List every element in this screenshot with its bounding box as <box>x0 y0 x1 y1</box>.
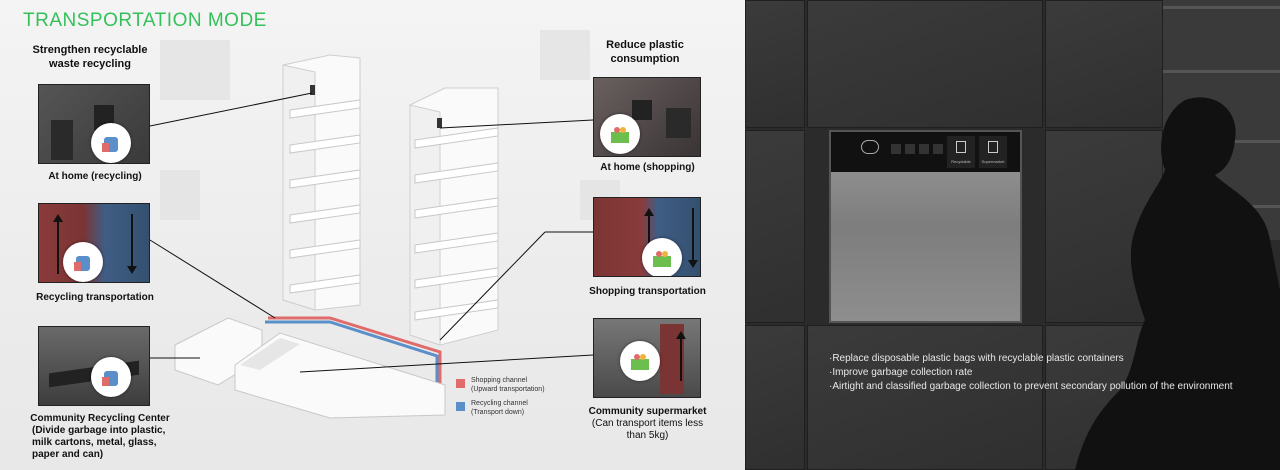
thumb-supermarket <box>593 318 701 398</box>
person-silhouette <box>1075 97 1280 470</box>
trash-icon <box>956 141 966 153</box>
recycling-center-building <box>174 317 446 419</box>
thumb-home-recycling <box>38 84 150 164</box>
smart-bin-device: Recyclable Supermarket <box>829 130 1022 323</box>
cart-icon <box>988 141 998 153</box>
thumb-community-center <box>38 326 150 406</box>
tower-right <box>409 87 499 346</box>
supermarket-button[interactable]: Supermarket <box>979 136 1007 168</box>
recycle-bag-icon <box>63 242 103 282</box>
legend-label-recycling: Recycling channel (Transport down) <box>471 400 528 416</box>
caption-community-center-desc: (Divide garbage into plastic, milk carto… <box>32 425 166 460</box>
caption-supermarket-title: Community supermarket <box>588 406 707 417</box>
caption-home-shopping: At home (shopping) <box>600 162 695 173</box>
caption-recycling-transportation: Recycling transportation <box>36 292 154 303</box>
heading-plastic: Reduce plastic consumption <box>606 39 684 65</box>
thumb-shopping-transportation <box>593 197 701 277</box>
building-illustration <box>160 30 620 419</box>
benefit-item: ·Improve garbage collection rate <box>829 367 973 378</box>
thumb-home-shopping <box>593 77 701 157</box>
caption-shopping-transportation: Shopping transportation <box>589 286 706 297</box>
recycle-bag-icon <box>91 123 131 163</box>
shopping-basket-icon <box>620 341 660 381</box>
benefit-list: ·Replace disposable plastic bags with re… <box>829 352 1233 394</box>
legend-label-shopping: Shopping channel (Upward transportation) <box>471 377 545 393</box>
shopping-basket-icon <box>642 238 682 276</box>
device-control-panel: Recyclable Supermarket <box>831 132 1020 172</box>
caption-community-center-title: Community Recycling Center <box>30 413 170 424</box>
caption-home-recycling: At home (recycling) <box>48 171 142 182</box>
benefit-item: ·Replace disposable plastic bags with re… <box>829 353 1124 364</box>
trash-button[interactable]: Recyclable <box>947 136 975 168</box>
tower-left <box>282 54 361 311</box>
thumb-recycling-transportation <box>38 203 150 283</box>
weather-icon <box>861 140 879 154</box>
legend-swatch-shopping <box>456 379 465 388</box>
heading-recycle: Strengthen recyclable waste recycling <box>32 44 148 70</box>
caption-supermarket-desc: (Can transport items less than 5kg) <box>591 418 704 441</box>
shopping-basket-icon <box>600 114 640 154</box>
transportation-diagram-panel: TRANSPORTATION MODE <box>0 0 745 470</box>
page-title: TRANSPORTATION MODE <box>23 10 267 31</box>
product-scene-panel: Recyclable Supermarket ·Replace disposab… <box>745 0 1280 470</box>
legend-swatch-recycling <box>456 402 465 411</box>
recycle-bag-icon <box>91 357 131 397</box>
benefit-item: ·Airtight and classified garbage collect… <box>829 381 1233 392</box>
